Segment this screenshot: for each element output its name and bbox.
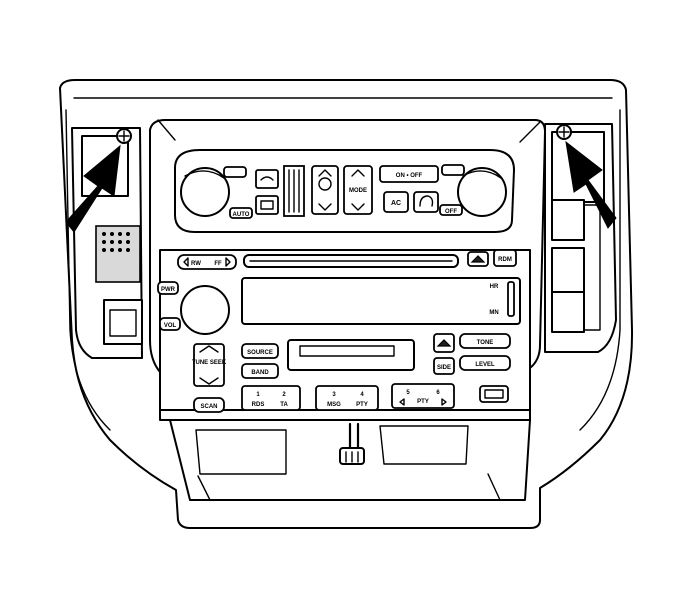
fan-icon [318, 177, 332, 191]
mode-label: MODE [349, 188, 367, 194]
right-bin [379, 425, 469, 465]
left-arrow-icon [65, 144, 121, 233]
rdm-label: RDM [498, 257, 512, 263]
auto-top-left-button[interactable] [223, 166, 247, 178]
pty-right-icon [441, 398, 447, 406]
left-vent-dots [102, 232, 130, 252]
cassette-eject-icon [436, 339, 452, 347]
scan-label: SCAN [200, 404, 217, 410]
climate-control-panel: AUTO MODE ON • OFF AC OFF [174, 149, 515, 233]
cassette-rewind-button[interactable] [479, 385, 509, 403]
off-label: OFF [445, 209, 457, 215]
volume-knob[interactable] [180, 285, 230, 335]
recirculation-icon [419, 195, 434, 207]
ta-label: TA [280, 402, 288, 408]
rw-label: RW [191, 261, 201, 267]
radio-face: RW FF RDM PWR VOL HR MN TUNE SEEK SOURCE… [157, 249, 531, 413]
forward-icon [225, 257, 231, 267]
hr-label: HR [490, 284, 499, 290]
preset-1-label: 1 [256, 392, 260, 398]
level-label: LEVEL [475, 362, 495, 368]
mode-rocker[interactable] [343, 165, 373, 215]
vol-label: VOL [164, 323, 177, 329]
mn-label: MN [489, 310, 498, 316]
level-rocker[interactable] [459, 355, 511, 371]
on-off-label: ON • OFF [396, 173, 423, 179]
auto-button[interactable] [229, 207, 253, 219]
rear-defrost-icon [260, 176, 274, 181]
tone-rocker[interactable] [459, 333, 511, 349]
scan-button[interactable] [193, 397, 225, 413]
mode-down-icon [351, 203, 365, 211]
off-button[interactable] [439, 204, 463, 216]
left-temp-knob[interactable] [180, 167, 230, 217]
rds-label: RDS [252, 402, 265, 408]
preset-2-label: 2 [282, 392, 286, 398]
source-label: SOURCE [247, 350, 273, 356]
rear-defrost-button[interactable] [255, 169, 279, 189]
auto-label: AUTO [233, 212, 250, 218]
side-button[interactable] [433, 357, 455, 375]
eject-icon [470, 255, 486, 263]
pty-label-1: PTY [356, 402, 368, 408]
front-defrost-icon [260, 200, 274, 210]
msg-label: MSG [327, 402, 341, 408]
side-label: SIDE [437, 365, 451, 371]
ac-label: AC [391, 200, 401, 207]
preset-4-label: 4 [360, 392, 364, 398]
band-button[interactable] [241, 363, 279, 379]
preset-5-label: 5 [406, 390, 410, 396]
tune-seek-rocker[interactable] [193, 343, 225, 387]
mode-up-icon [351, 169, 365, 177]
right-arrow-icon [565, 140, 617, 229]
left-screw [116, 128, 132, 144]
tune-down-icon [199, 377, 219, 385]
cassette-door [287, 339, 415, 371]
rewind-icon [183, 257, 189, 267]
recirculation-button[interactable] [413, 191, 439, 213]
pty-label-2: PTY [417, 399, 429, 405]
chevron-up-icon [318, 169, 332, 177]
tune-seek-label: TUNE SEEK [192, 360, 227, 366]
right-temp-knob[interactable] [457, 167, 507, 217]
clock-set-slider[interactable] [507, 281, 515, 317]
ac-button[interactable] [383, 191, 409, 213]
lower-storage [169, 419, 531, 501]
ff-label: FF [214, 261, 222, 267]
auto-top-right-button[interactable] [441, 164, 465, 176]
rdm-button[interactable] [493, 249, 517, 267]
front-defrost-button[interactable] [255, 195, 279, 215]
preset-5-6-button[interactable] [391, 383, 455, 409]
preset-3-label: 3 [332, 392, 336, 398]
connector-harness [339, 422, 365, 465]
pty-left-icon [399, 398, 405, 406]
radio-display [241, 277, 521, 325]
preset-6-label: 6 [436, 390, 440, 396]
preset-1-2-button[interactable] [241, 385, 301, 411]
band-label: BAND [251, 370, 269, 376]
left-bin [195, 429, 287, 475]
on-off-button[interactable] [379, 165, 439, 183]
preset-3-4-button[interactable] [315, 385, 379, 411]
pwr-button[interactable] [157, 281, 179, 295]
tune-up-icon [199, 345, 219, 353]
chevron-down-icon [318, 203, 332, 211]
right-screw [556, 124, 572, 140]
source-button[interactable] [241, 343, 279, 359]
pwr-label: PWR [161, 287, 176, 293]
tone-label: TONE [477, 340, 494, 346]
vol-button[interactable] [159, 317, 181, 331]
fan-slider[interactable] [283, 165, 305, 217]
rw-ff-button[interactable] [177, 254, 237, 270]
